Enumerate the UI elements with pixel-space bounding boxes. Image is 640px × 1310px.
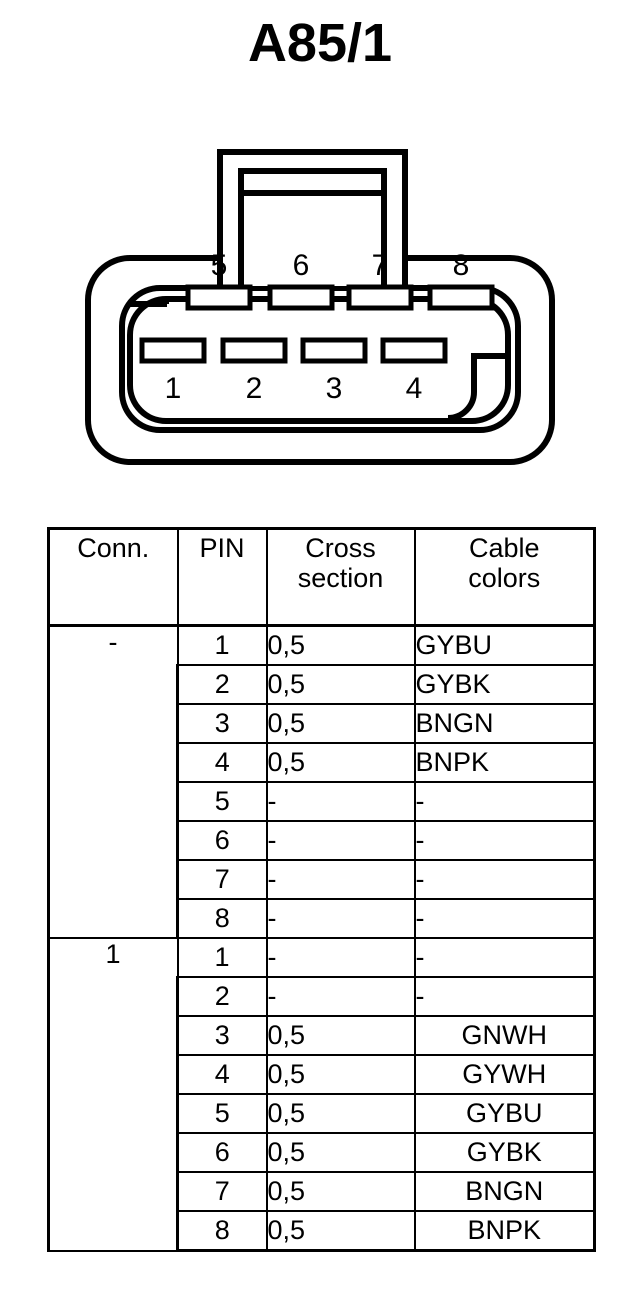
connector-diagram: 5 6 7 8 1 2 3 4 (60, 130, 580, 490)
table-row: 8-- (49, 898, 596, 939)
cell-cable-color: - (413, 976, 596, 1017)
cell-cable-color: GYBU (413, 1093, 596, 1134)
cell-cross-section: - (265, 781, 416, 822)
cell-pin: 6 (176, 820, 268, 861)
pin-label-3: 3 (326, 372, 343, 405)
column-header-cross-section-line1: Cross (305, 533, 376, 563)
cell-cable-color: BNGN (413, 703, 596, 744)
pin-slot-5 (185, 284, 253, 311)
pin-label-2: 2 (246, 372, 263, 405)
column-header-cross-section: Cross section (265, 527, 416, 627)
cell-conn: - (47, 624, 179, 939)
cell-pin: 7 (176, 1171, 268, 1212)
notch-bottom-right (447, 353, 508, 421)
cell-pin: 1 (176, 937, 268, 978)
pin-label-8: 8 (453, 249, 470, 282)
column-header-conn: Conn. (47, 527, 179, 627)
cell-cross-section: 0,5 (265, 624, 416, 666)
cell-pin: 1 (176, 624, 268, 666)
cell-pin: 8 (176, 1210, 268, 1252)
cell-cross-section: 0,5 (265, 1132, 416, 1173)
table-row: 6-- (49, 820, 596, 861)
table-header: Conn. PIN Cross section Cable colors (47, 527, 596, 627)
cell-pin: 6 (176, 1132, 268, 1173)
table-header-row: Conn. PIN Cross section Cable colors (47, 527, 596, 627)
table-row: 7-- (49, 859, 596, 900)
pin-slot-7 (346, 284, 414, 311)
column-header-cable-colors: Cable colors (413, 527, 596, 627)
cell-cable-color: BNPK (413, 1210, 596, 1252)
cell-pin: 2 (176, 976, 268, 1017)
cell-cable-color: - (413, 898, 596, 939)
cell-cross-section: 0,5 (265, 1210, 416, 1252)
cell-cable-color: GYBU (413, 624, 596, 666)
column-header-cable-colors-line2: colors (468, 563, 541, 594)
cell-pin: 8 (176, 898, 268, 939)
pin-label-4: 4 (406, 372, 423, 405)
cell-cross-section: - (265, 937, 416, 978)
cell-cross-section: - (265, 898, 416, 939)
cell-conn: 1 (47, 937, 179, 1252)
pin-label-6: 6 (293, 249, 310, 282)
cell-pin: 5 (176, 781, 268, 822)
pin-slot-3 (300, 337, 368, 364)
cell-cable-color: - (413, 937, 596, 978)
cell-cable-color: - (413, 820, 596, 861)
column-header-pin: PIN (176, 527, 268, 627)
cell-cable-color: BNGN (413, 1171, 596, 1212)
page-title: A85/1 (247, 13, 393, 73)
cell-cable-color: GYBK (413, 664, 596, 705)
column-header-cable-colors-line1: Cable (468, 533, 540, 563)
pin-slot-4 (380, 337, 448, 364)
cell-pin: 3 (176, 703, 268, 744)
cell-cable-color: GYBK (413, 1132, 596, 1173)
connector-latch-inner (238, 168, 387, 286)
column-header-cross-section-line2: section (297, 563, 384, 594)
cell-pin: 2 (176, 664, 268, 705)
cell-cable-color: GNWH (413, 1015, 596, 1056)
cell-pin: 4 (176, 1054, 268, 1095)
cell-cable-color: BNPK (413, 742, 596, 783)
connector-drawing: 5 6 7 8 1 2 3 4 (85, 149, 555, 465)
pin-label-5: 5 (211, 249, 228, 282)
table-row: 2-- (49, 976, 596, 1017)
cell-cross-section: 0,5 (265, 742, 416, 783)
cell-pin: 4 (176, 742, 268, 783)
pin-slot-6 (267, 284, 335, 311)
cell-cable-color: - (413, 781, 596, 822)
cell-pin: 3 (176, 1015, 268, 1056)
cell-cable-color: - (413, 859, 596, 900)
cell-pin: 5 (176, 1093, 268, 1134)
pin-slot-8 (427, 284, 495, 311)
cell-cross-section: 0,5 (265, 1015, 416, 1056)
cell-cross-section: 0,5 (265, 1171, 416, 1212)
cell-cross-section: 0,5 (265, 1054, 416, 1095)
cell-cross-section: - (265, 820, 416, 861)
cell-cross-section: - (265, 859, 416, 900)
cell-cross-section: 0,5 (265, 664, 416, 705)
cell-cable-color: GYWH (413, 1054, 596, 1095)
pin-label-7: 7 (372, 249, 389, 282)
table-row: 5-- (49, 781, 596, 822)
cell-cross-section: - (265, 976, 416, 1017)
cell-cross-section: 0,5 (265, 703, 416, 744)
pin-slot-2 (220, 337, 288, 364)
pin-label-1: 1 (165, 372, 182, 405)
pin-slot-1 (139, 337, 207, 364)
cell-cross-section: 0,5 (265, 1093, 416, 1134)
cell-pin: 7 (176, 859, 268, 900)
